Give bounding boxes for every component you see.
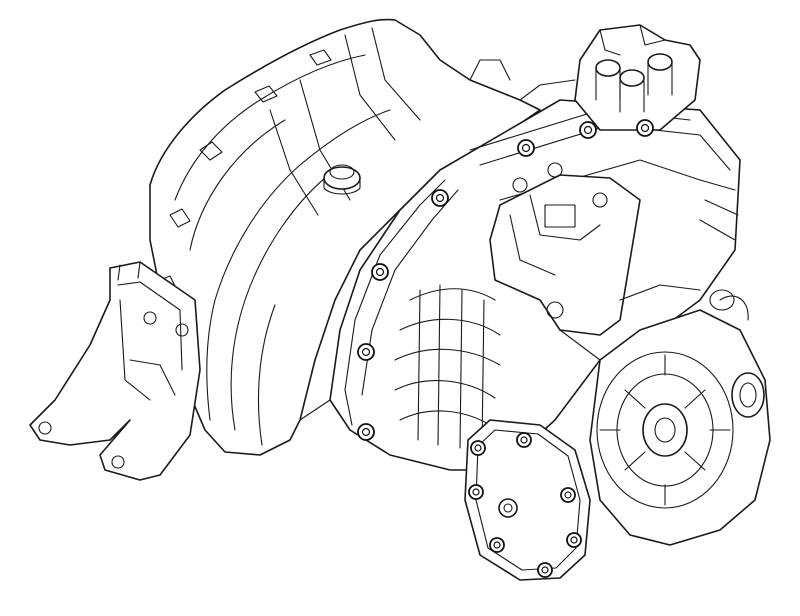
bolt — [516, 432, 532, 448]
bolt — [431, 189, 449, 207]
bolt — [470, 440, 486, 456]
bolt — [357, 343, 375, 361]
bolt — [371, 263, 389, 281]
bolt — [579, 121, 597, 139]
breather-cap — [323, 164, 361, 195]
bolt — [560, 487, 576, 503]
bolt — [517, 139, 535, 157]
bolt — [357, 423, 375, 441]
bolt — [537, 562, 553, 578]
bolt — [566, 532, 582, 548]
bolt-set — [357, 119, 654, 578]
shift-tower — [574, 24, 701, 131]
bolt — [468, 484, 484, 500]
mounting-bracket — [29, 261, 201, 481]
differential-housing — [589, 289, 771, 546]
casting-details — [299, 59, 739, 421]
bolt — [489, 537, 505, 553]
selector-bracket — [489, 162, 641, 336]
bolt — [636, 119, 654, 137]
